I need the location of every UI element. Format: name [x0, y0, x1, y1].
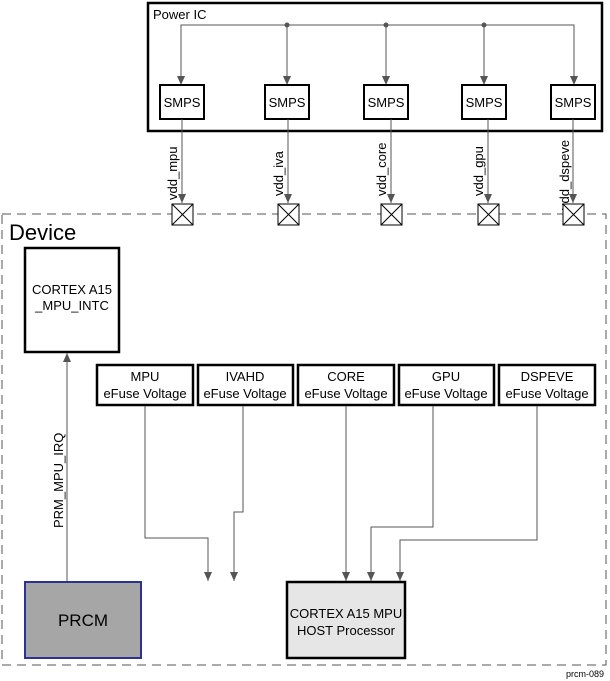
smps-label: SMPS — [466, 95, 503, 110]
smps-block-1: SMPS — [159, 84, 205, 120]
smps-block-3: SMPS — [363, 84, 409, 120]
power-ic-title: Power IC — [153, 7, 206, 22]
rail-arrowheads — [178, 194, 577, 203]
efuse-mpu-line2: eFuse Voltage — [103, 386, 186, 401]
efuse-connectors — [144, 406, 538, 581]
host-processor-line1: CORTEX A15 MPU — [290, 606, 402, 621]
smps-block-2: SMPS — [264, 84, 310, 120]
efuse-mpu-box: MPU eFuse Voltage — [95, 363, 195, 407]
mpu-intc-box — [23, 246, 121, 354]
efuse-core-box: CORE eFuse Voltage — [296, 363, 396, 407]
pin-vdd-mpu — [171, 203, 194, 226]
prcm-block — [24, 581, 142, 659]
rail-label-vdd-dspeve: vdd_dspeve — [557, 140, 572, 210]
prcm-label: PRCM — [58, 611, 108, 630]
efuse-connector-arrowheads — [204, 572, 404, 581]
rail-label-vdd-mpu: vdd_mpu — [165, 147, 180, 200]
efuse-mpu-line1: MPU — [131, 369, 160, 384]
efuse-gpu-line2: eFuse Voltage — [404, 386, 487, 401]
irq-arrowhead — [63, 353, 71, 362]
power-distribution-bus — [180, 24, 575, 85]
smps-block-4: SMPS — [461, 84, 507, 120]
smps-label: SMPS — [269, 95, 306, 110]
efuse-dspeve-line1: DSPEVE — [521, 369, 574, 384]
efuse-gpu-box: GPU eFuse Voltage — [397, 363, 496, 407]
efuse-ivahd-line2: eFuse Voltage — [203, 386, 286, 401]
pin-vdd-dspeve — [562, 203, 585, 226]
power-ic-box — [146, 1, 604, 133]
pin-vdd-gpu — [477, 203, 500, 226]
device-boundary — [1, 213, 607, 666]
rail-label-vdd-core: vdd_core — [374, 143, 389, 196]
rail-label-vdd-gpu: vdd_gpu — [471, 146, 486, 196]
device-title: Device — [9, 220, 76, 245]
mpu-intc-label-line2: _MPU_INTC — [34, 298, 109, 313]
mpu-intc-label-line1: CORTEX A15 — [32, 282, 112, 297]
efuse-core-line1: CORE — [327, 369, 365, 384]
efuse-dspeve-line2: eFuse Voltage — [505, 386, 588, 401]
host-processor-line2: HOST Processor — [297, 623, 396, 638]
efuse-ivahd-box: IVAHD eFuse Voltage — [196, 363, 295, 407]
efuse-dspeve-box: DSPEVE eFuse Voltage — [497, 363, 597, 407]
bus-junction-dots — [284, 22, 487, 28]
rail-label-vdd-iva: vdd_iva — [271, 150, 286, 196]
pin-vdd-core — [380, 203, 403, 226]
irq-signal-label: PRM_MPU_IRQ — [51, 433, 66, 528]
rail-lines — [181, 119, 574, 203]
bus-arrowheads — [177, 76, 578, 85]
smps-block-5: SMPS — [550, 84, 596, 120]
efuse-ivahd-line1: IVAHD — [226, 369, 265, 384]
host-processor-block — [285, 580, 407, 660]
smps-label: SMPS — [555, 95, 592, 110]
pin-vdd-iva — [277, 203, 300, 226]
efuse-gpu-line1: GPU — [432, 369, 460, 384]
smps-label: SMPS — [164, 95, 201, 110]
smps-label: SMPS — [368, 95, 405, 110]
efuse-core-line2: eFuse Voltage — [304, 386, 387, 401]
figure-id: prcm-089 — [566, 669, 604, 679]
